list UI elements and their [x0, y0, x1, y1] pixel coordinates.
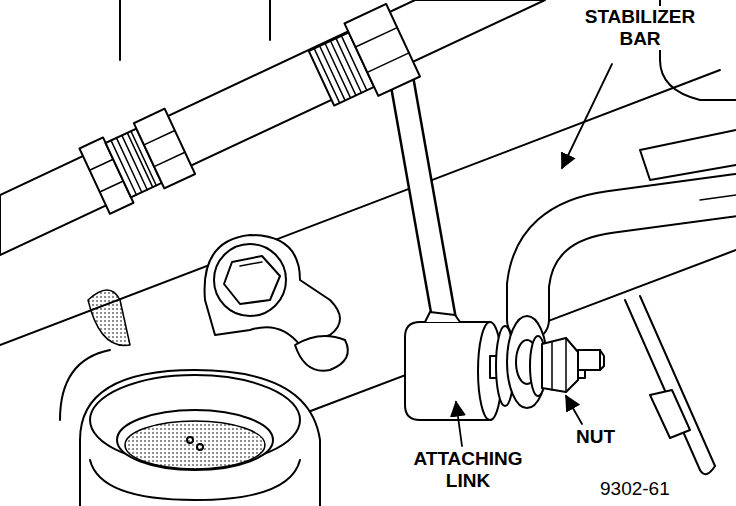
part-label: ATTACHING LINK	[411, 448, 524, 492]
part-label: STABILIZER BAR	[583, 6, 697, 50]
figure-number: 9302-61	[598, 478, 672, 500]
part-label: NUT	[574, 426, 617, 448]
